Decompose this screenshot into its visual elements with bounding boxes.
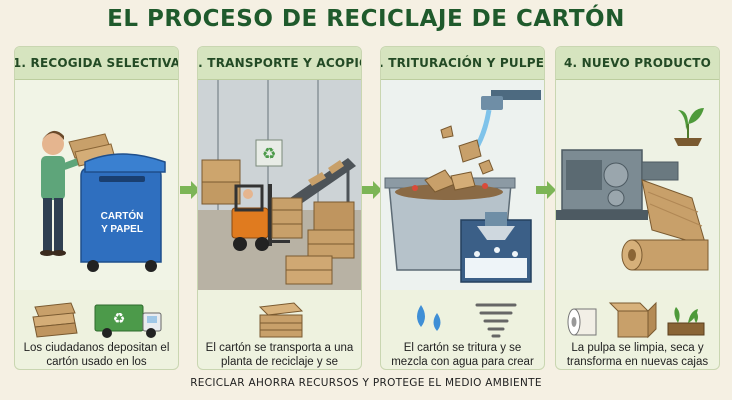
step-icons — [198, 293, 361, 343]
paper-roll-icon — [567, 308, 597, 336]
step-card-transporte: 2. TRANSPORTE Y ACOPIO ♻ — [197, 46, 362, 370]
recycling-bin-scene: CARTÓN Y PAPEL — [15, 80, 178, 290]
step-heading: 4. NUEVO PRODUCTO — [556, 47, 719, 80]
paper-machine-scene — [556, 80, 719, 290]
arrow-right-icon — [361, 180, 383, 200]
blue-container-icon: CARTÓN Y PAPEL — [80, 153, 166, 272]
step-icons — [556, 293, 719, 343]
box-icon — [608, 301, 657, 339]
step-description: La pulpa se limpia, seca y transforma en… — [566, 342, 709, 368]
step-icons — [381, 293, 544, 343]
tornado-icon — [475, 303, 517, 338]
step-card-recogida: 1. RECOGIDA SELECTIVA — [14, 46, 179, 370]
paper-machine-icon — [556, 149, 679, 220]
pulping-scene — [381, 80, 544, 290]
water-drops-icon — [417, 305, 441, 331]
step-description: El cartón se transporta a una planta de … — [205, 342, 354, 368]
cardboard-sheet-icon — [641, 179, 707, 247]
cardboard-stack-icon — [32, 302, 78, 338]
warehouse-scene: ♻ — [198, 80, 361, 290]
footer-slogan: RECICLAR AHORRA RECURSOS Y PROTEGE EL ME… — [190, 377, 542, 389]
recycle-sign-icon: ♻ — [262, 144, 276, 163]
arrow-right-icon — [179, 180, 201, 200]
step-heading: 3. TRITURACIÓN Y PULPEO — [381, 47, 544, 80]
recycling-truck-icon: ♻ — [94, 304, 162, 338]
cardboard-bales-icon — [285, 201, 355, 285]
step-description: El cartón se tritura y se mezcla con agu… — [391, 342, 534, 368]
cardboard-bale-icon — [258, 302, 304, 338]
step-heading: 2. TRANSPORTE Y ACOPIO — [198, 47, 361, 80]
paper-roll-large-icon — [621, 239, 709, 271]
seedling-tray-icon — [667, 307, 705, 336]
container-label-2: Y PAPEL — [101, 224, 143, 235]
step-card-trituracion: 3. TRITURACIÓN Y PULPEO — [380, 46, 545, 370]
step-card-nuevo-producto: 4. NUEVO PRODUCTO — [555, 46, 720, 370]
step-heading: 1. RECOGIDA SELECTIVA — [15, 47, 178, 80]
page-title: EL PROCESO DE RECICLAJE DE CARTÓN — [107, 6, 625, 32]
arrow-right-icon — [535, 180, 557, 200]
pulp-closeup-icon — [460, 212, 532, 283]
step-description: Los ciudadanos depositan el cartón usado… — [23, 342, 170, 368]
svg-text:♻: ♻ — [113, 311, 126, 327]
seedling-icon — [674, 108, 704, 146]
container-label-1: CARTÓN — [101, 209, 144, 222]
forklift-icon — [231, 184, 303, 251]
step-icons: ♻ — [15, 293, 178, 343]
